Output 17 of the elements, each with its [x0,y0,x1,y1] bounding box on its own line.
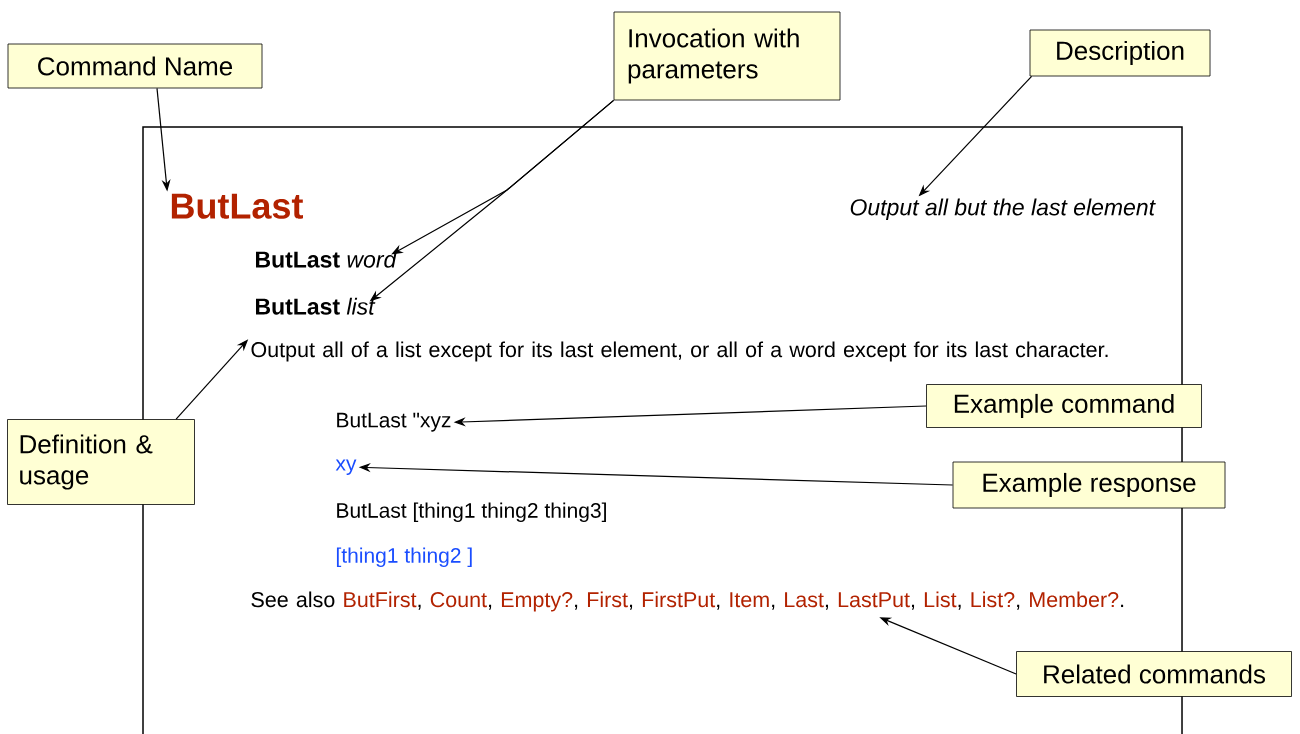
definition-text: Output all of a list except for its last element, or all of a word except for its last character. [251,341,1108,362]
callout-box: Definition & usage [7,419,195,505]
invocation-line: ButLast list [256,297,376,315]
example-response: [thing1 thing2 ] [336,547,472,568]
invocation-line: ButLast word [256,250,397,268]
callout-box: Example command [926,384,1202,428]
callout-box: Related commands [1016,651,1292,697]
command-heading: ButLast [171,193,303,219]
callout-box: Description [1029,29,1211,77]
example-response: xy [335,459,357,475]
callout-box: Invocation with parameters [613,11,841,101]
related-commands-text: See also ButFirst, Count, Empty?, First, FirstPut, Item, Last, LastPut, List, List?, Member?. [251,591,1124,612]
example-command: ButLast [thing1 thing2 thing3] [337,502,606,523]
description-text: Output all but the last element [850,198,1156,220]
callout-box: Command Name [7,43,263,89]
example-command: ButLast "xyz [337,412,451,432]
callout-box: Example response [952,461,1226,509]
